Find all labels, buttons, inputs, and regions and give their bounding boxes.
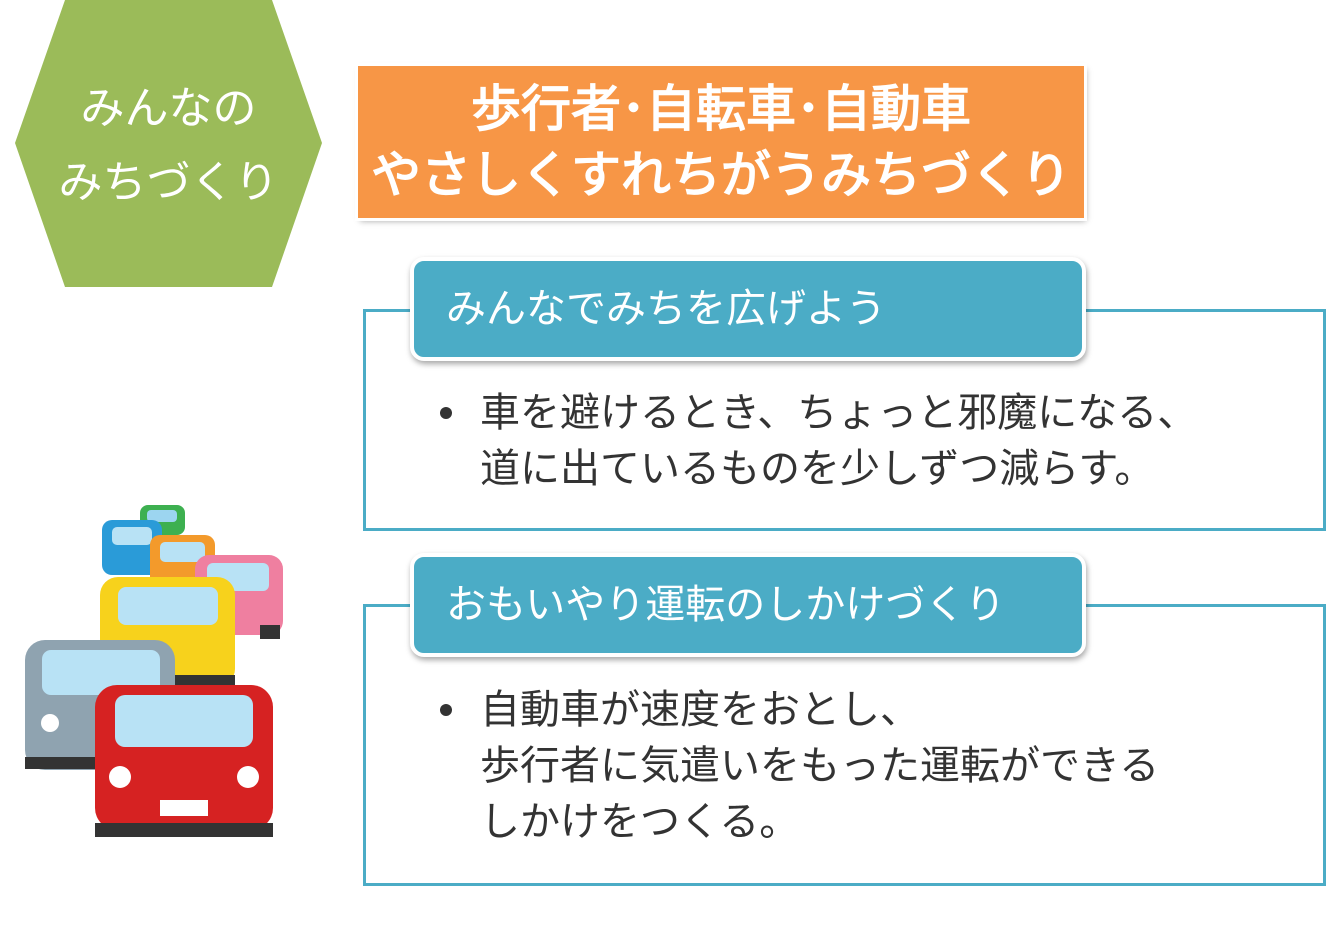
- badge-line-1: みんなの: [80, 83, 257, 134]
- cars-traffic-icon: [25, 505, 283, 837]
- badge-text: みんなの みちづくり: [15, 72, 322, 220]
- bullet-line: 車を避けるとき、ちょっと邪魔になる、: [480, 390, 1198, 436]
- bullet-line: 歩行者に気遣いをもった運転ができる: [480, 743, 1160, 789]
- car-blue: [102, 520, 162, 575]
- title-line-2: やさしくすれちがうみちづくり: [371, 146, 1071, 204]
- bullet-icon: [440, 704, 452, 716]
- car-red: [95, 685, 273, 837]
- section-2-heading: おもいやり運転のしかけづくり: [410, 553, 1086, 657]
- bullet-line: 自動車が速度をおとし、: [480, 687, 920, 733]
- title-line-1: 歩行者･自転車･自動車: [471, 80, 971, 138]
- section-1-bullet: 車を避けるとき、ちょっと邪魔になる、 道に出ているものを少しずつ減らす。: [440, 385, 1197, 497]
- section-1-heading: みんなでみちを広げよう: [410, 257, 1086, 361]
- bullet-icon: [440, 407, 452, 419]
- badge-line-2: みちづくり: [58, 157, 279, 208]
- bullet-line: しかけをつくる。: [480, 799, 800, 845]
- bullet-line: 道に出ているものを少しずつ減らす。: [480, 446, 1155, 492]
- slide-title: 歩行者･自転車･自動車 やさしくすれちがうみちづくり: [358, 66, 1084, 218]
- badge-hexagon: [15, 0, 322, 287]
- section-2-bullet: 自動車が速度をおとし、 歩行者に気遣いをもった運転ができる しかけをつくる。: [440, 682, 1159, 850]
